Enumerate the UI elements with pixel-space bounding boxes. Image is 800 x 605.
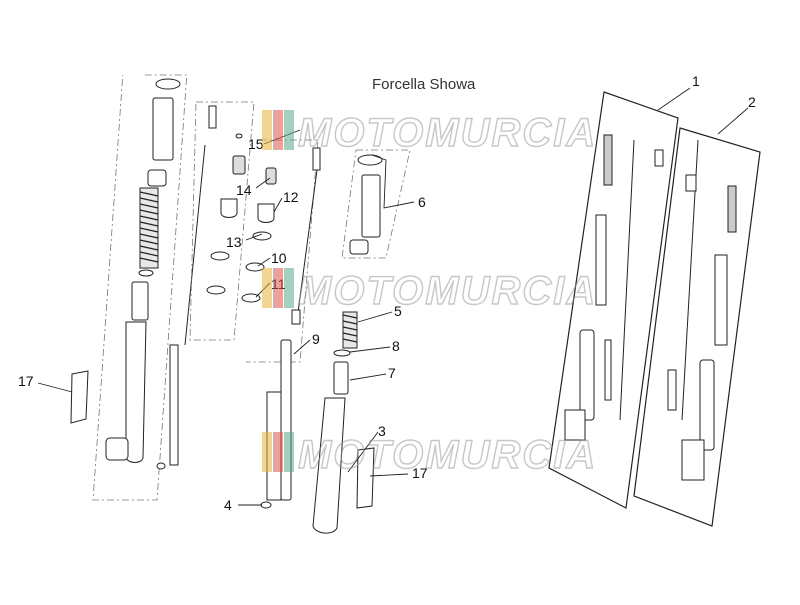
middle-parts (206, 133, 321, 509)
damper-rod (280, 339, 292, 501)
fork-tube-right (361, 174, 381, 238)
callout-4: 4 (224, 497, 232, 513)
callout-6: 6 (418, 194, 426, 210)
fork-slider-right (312, 397, 346, 534)
protective-guard-left (70, 370, 89, 424)
watermark-text: MOTOMURCIA (298, 433, 597, 477)
callout-1: 1 (692, 73, 700, 89)
callout-2: 2 (748, 94, 756, 110)
fork-slider (125, 321, 147, 463)
watermark-2: MOTOMURCIA (262, 268, 597, 314)
right-fork-leg (312, 149, 411, 534)
diagram-title: Forcella Showa (372, 76, 476, 93)
callout-9: 9 (312, 331, 320, 347)
watermark-1: MOTOMURCIA (262, 110, 597, 156)
callout-14: 14 (236, 182, 252, 198)
callout-15: 15 (248, 136, 264, 152)
callout-17-right: 17 (412, 465, 428, 481)
assembled-fork-2 (633, 127, 761, 527)
callout-7: 7 (388, 365, 396, 381)
watermark-3: MOTOMURCIA (262, 432, 597, 478)
protective-guard-right (356, 447, 375, 509)
fork-spring (139, 187, 159, 269)
assembled-fork-1 (548, 91, 679, 509)
watermark-text: MOTOMURCIA (298, 269, 597, 313)
watermark-text: MOTOMURCIA (298, 111, 597, 155)
callout-12: 12 (283, 189, 299, 205)
left-fork-leg (70, 74, 255, 501)
fork-tube-top (152, 97, 174, 161)
callout-3: 3 (378, 423, 386, 439)
callout-10: 10 (271, 250, 287, 266)
callout-labels: 1 2 3 4 5 6 7 8 9 10 11 12 13 14 15 17 1… (18, 73, 756, 513)
callout-5: 5 (394, 303, 402, 319)
callout-8: 8 (392, 338, 400, 354)
callout-17-left: 17 (18, 373, 34, 389)
callout-13: 13 (226, 234, 242, 250)
